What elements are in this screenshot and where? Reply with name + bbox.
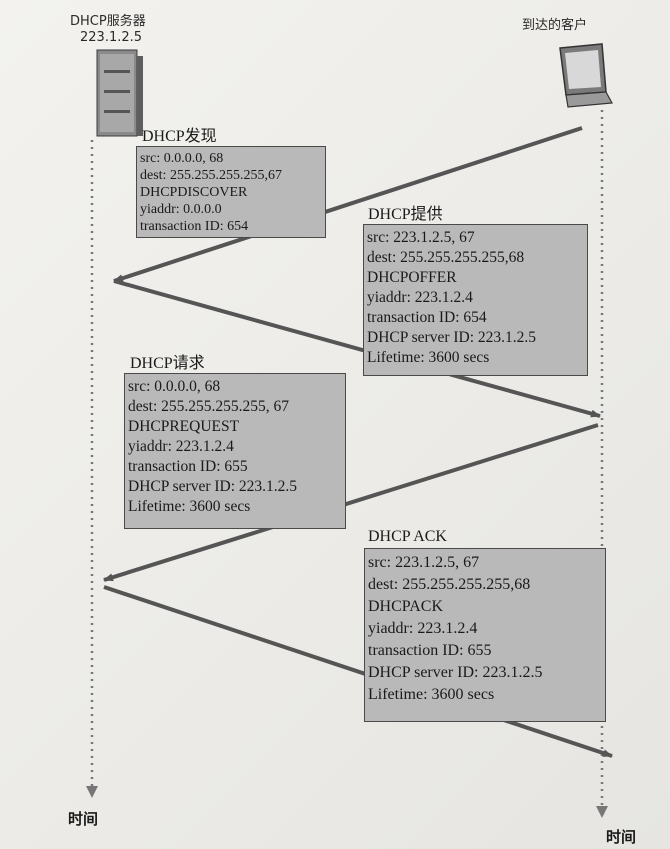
offer-message-box: src: 223.1.2.5, 67 dest: 255.255.255.255… <box>363 224 588 376</box>
ack-line-lifetime: Lifetime: 3600 secs <box>368 686 495 703</box>
ack-title: DHCP ACK <box>368 528 447 545</box>
discover-line-dest: dest: 255.255.255.255,67 <box>140 168 282 183</box>
request-line-yiaddr: yiaddr: 223.1.2.4 <box>128 438 234 455</box>
ack-line-dest: dest: 255.255.255.255,68 <box>368 576 531 593</box>
request-title: DHCP请求 <box>130 355 205 372</box>
discover-title: DHCP发现 <box>142 128 217 145</box>
request-line-dest: dest: 255.255.255.255, 67 <box>128 398 290 415</box>
client-timeline-arrowhead <box>596 806 608 818</box>
offer-line-transaction: transaction ID: 654 <box>367 309 487 326</box>
ack-line-transaction: transaction ID: 655 <box>368 642 492 659</box>
offer-line-server-id: DHCP server ID: 223.1.2.5 <box>367 329 537 346</box>
laptop-icon <box>559 43 613 108</box>
request-line-transaction: transaction ID: 655 <box>128 458 248 475</box>
server-header: DHCP服务器 223.1.2.5 <box>70 14 146 46</box>
discover-line-yiaddr: yiaddr: 0.0.0.0 <box>140 202 222 217</box>
request-line-type: DHCPREQUEST <box>128 418 240 435</box>
offer-line-dest: dest: 255.255.255.255,68 <box>367 249 525 266</box>
discover-message-box: src: 0.0.0.0, 68 dest: 255.255.255.255,6… <box>136 146 326 238</box>
client-title: 到达的客户 <box>522 18 588 33</box>
ack-line-yiaddr: yiaddr: 223.1.2.4 <box>368 620 478 637</box>
request-line-server-id: DHCP server ID: 223.1.2.5 <box>128 478 298 495</box>
server-icon <box>96 49 143 137</box>
request-line-lifetime: Lifetime: 3600 secs <box>128 498 251 515</box>
ack-line-type: DHCPACK <box>368 598 443 615</box>
request-line-src: src: 0.0.0.0, 68 <box>128 378 221 395</box>
offer-arrow <box>113 279 601 418</box>
discover-line-transaction: transaction ID: 654 <box>140 219 249 234</box>
server-ip: 223.1.2.5 <box>80 30 143 45</box>
ack-line-src: src: 223.1.2.5, 67 <box>368 554 480 571</box>
server-timeline-arrowhead <box>86 786 98 798</box>
server-title: DHCP服务器 <box>70 14 146 29</box>
offer-line-lifetime: Lifetime: 3600 secs <box>367 349 490 366</box>
request-arrow <box>103 423 599 582</box>
discover-line-src: src: 0.0.0.0, 68 <box>140 151 224 166</box>
server-time-label: 时间 <box>68 810 99 828</box>
ack-arrow <box>103 585 613 758</box>
discover-arrow <box>113 126 583 283</box>
ack-line-server-id: DHCP server ID: 223.1.2.5 <box>368 664 543 681</box>
request-message-box: src: 0.0.0.0, 68 dest: 255.255.255.255, … <box>124 373 346 529</box>
offer-line-yiaddr: yiaddr: 223.1.2.4 <box>367 289 473 306</box>
client-header: 到达的客户 <box>522 18 587 34</box>
discover-line-type: DHCPDISCOVER <box>140 185 248 200</box>
client-time-label: 时间 <box>606 828 637 846</box>
ack-message-box: src: 223.1.2.5, 67 dest: 255.255.255.255… <box>364 548 606 722</box>
offer-line-type: DHCPOFFER <box>367 269 457 286</box>
offer-line-src: src: 223.1.2.5, 67 <box>367 229 475 246</box>
offer-title: DHCP提供 <box>368 206 443 223</box>
